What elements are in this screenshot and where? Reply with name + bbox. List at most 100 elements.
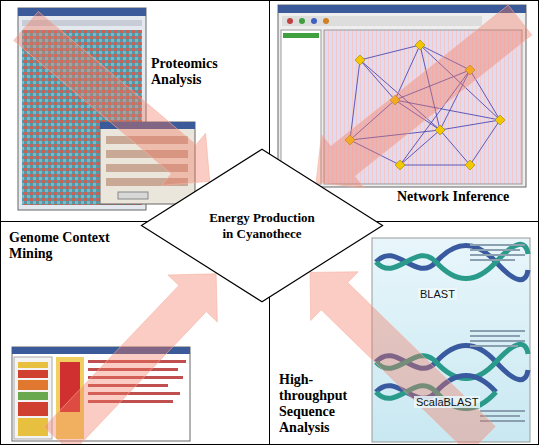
dna-picture-part — [376, 344, 528, 378]
network-screenshot-part-part — [360, 60, 395, 100]
genome-screenshot — [12, 347, 190, 441]
network-screenshot-part — [287, 18, 293, 24]
flow-arrow — [316, 5, 532, 188]
panel-heading: Network Inference — [397, 189, 535, 205]
network-screenshot-part-part — [355, 55, 365, 65]
network-screenshot-part-part — [440, 120, 500, 130]
network-screenshot-part-part — [465, 65, 475, 75]
proteomics-screenshot — [18, 8, 195, 210]
dna-picture-part-part — [470, 340, 525, 342]
network-screenshot-part-part — [470, 70, 500, 120]
tool-label: BLAST — [418, 288, 457, 300]
dna-picture-part-part — [480, 420, 525, 422]
network-screenshot-part-part — [465, 160, 475, 170]
dna-picture-part-part — [470, 330, 525, 332]
network-screenshot-part — [278, 5, 526, 13]
dna-picture-part-part — [480, 415, 520, 417]
central-diamond: Energy Production in Cyanothece — [140, 148, 384, 303]
network-screenshot-part-part — [350, 60, 360, 140]
network-screenshot-part — [323, 18, 329, 24]
dna-picture-part-part — [470, 345, 518, 347]
proteomics-screenshot-part — [100, 122, 195, 129]
dna-picture-part-part — [470, 254, 525, 256]
genome-screenshot-part — [18, 370, 48, 378]
network-screenshot-part-part — [420, 45, 500, 120]
tool-label: ScalaBLAST — [414, 396, 480, 408]
dna-picture-part-part — [470, 259, 515, 261]
network-screenshot-part-part — [415, 40, 425, 50]
genome-screenshot-part — [88, 392, 180, 395]
genome-screenshot-part — [18, 402, 48, 416]
proteomics-screenshot-part — [100, 122, 195, 204]
network-screenshot-part — [283, 33, 319, 38]
network-screenshot-part — [311, 18, 317, 24]
genome-screenshot-part — [18, 362, 48, 368]
network-screenshot-part-part — [350, 100, 395, 140]
network-screenshot — [278, 5, 526, 187]
genome-screenshot-part — [88, 360, 186, 363]
flow-arrow — [14, 12, 210, 186]
dna-picture-part-part — [470, 335, 520, 337]
genome-screenshot-part — [18, 380, 48, 390]
panel-heading: Genome Context Mining — [9, 230, 121, 262]
proteomics-screenshot-part — [22, 20, 142, 26]
network-screenshot-part-part — [440, 130, 470, 165]
network-screenshot-part — [350, 45, 500, 165]
network-screenshot-part-part — [395, 160, 405, 170]
genome-screenshot-part — [12, 347, 190, 354]
proteomics-screenshot-part — [106, 136, 188, 144]
network-screenshot-part — [278, 5, 526, 187]
network-screenshot-part-part — [440, 70, 470, 130]
network-screenshot-part-part — [435, 125, 445, 135]
network-screenshot-part-part — [360, 45, 420, 60]
network-screenshot-part — [281, 30, 321, 184]
dna-picture — [372, 238, 530, 442]
network-screenshot-part — [282, 16, 482, 26]
network-screenshot-part — [324, 30, 522, 184]
genome-screenshot-part — [88, 368, 178, 371]
proteomics-screenshot-part — [106, 164, 188, 172]
genome-screenshot-part — [18, 418, 48, 436]
dna-picture-part-part — [480, 410, 525, 412]
genome-screenshot-part — [88, 384, 168, 387]
network-screenshot-part — [345, 40, 505, 170]
network-screenshot-part-part — [420, 45, 470, 70]
network-screenshot-part-part — [395, 45, 420, 100]
proteomics-screenshot-part — [106, 150, 188, 158]
dna-picture-part-part — [470, 249, 520, 251]
genome-screenshot-part — [56, 357, 84, 439]
dna-picture-part — [372, 238, 530, 442]
network-screenshot-part-part — [390, 95, 400, 105]
genome-screenshot-part — [88, 400, 173, 403]
proteomics-screenshot-part — [18, 8, 146, 16]
flow-arrow — [310, 272, 495, 445]
network-screenshot-part-part — [470, 120, 500, 165]
network-screenshot-part-part — [420, 45, 440, 130]
network-screenshot-part-part — [400, 70, 470, 165]
center-title: Energy Production in Cyanothece — [206, 210, 318, 242]
dna-picture-part-part — [470, 244, 525, 246]
diamond-shape — [141, 149, 382, 302]
network-screenshot-part-part — [400, 165, 470, 166]
genome-screenshot-part — [88, 376, 183, 379]
proteomics-screenshot-part — [106, 178, 188, 186]
network-screenshot-part — [299, 18, 305, 24]
network-screenshot-part-part — [360, 60, 440, 130]
network-screenshot-part-part — [400, 130, 440, 165]
genome-screenshot-part — [14, 357, 52, 439]
network-screenshot-part-part — [350, 140, 400, 165]
network-screenshot-part-part — [395, 100, 500, 120]
panel-heading: Proteomics Analysis — [151, 56, 261, 88]
genome-screenshot-part — [60, 362, 80, 412]
genome-screenshot-part — [18, 392, 48, 400]
dna-picture-part — [376, 244, 528, 278]
network-screenshot-part-part — [350, 130, 440, 140]
panel-heading: High-throughput Sequence Analysis — [279, 372, 361, 436]
dna-picture-part — [376, 386, 496, 409]
proteomics-screenshot-part — [118, 192, 148, 199]
genome-screenshot-part — [12, 347, 190, 441]
flow-arrow — [44, 274, 217, 445]
network-screenshot-part-part — [495, 115, 505, 125]
network-screenshot-part-part — [345, 135, 355, 145]
